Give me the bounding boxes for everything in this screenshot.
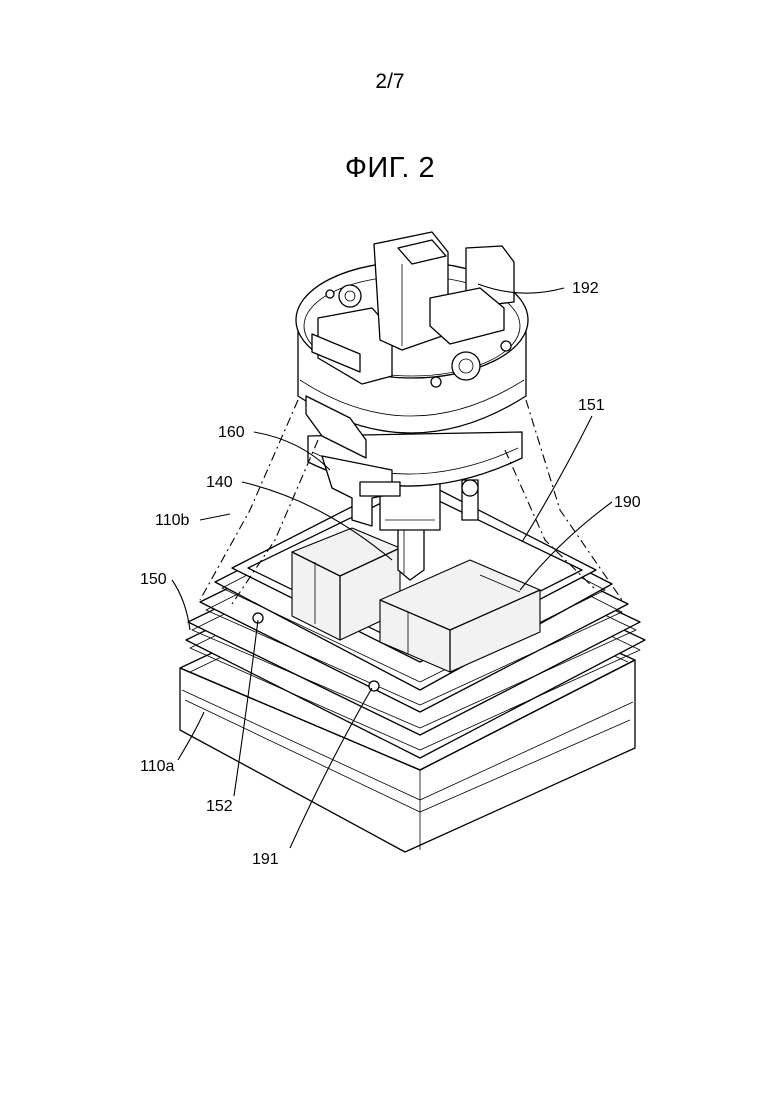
ref-150: 150: [140, 571, 167, 588]
ref-192: 192: [572, 280, 599, 297]
ref-152: 152: [206, 798, 233, 815]
ref-110a: 110a: [140, 758, 175, 775]
knob-assembly: [296, 232, 528, 526]
ref-140: 140: [206, 474, 233, 491]
ref-190: 190: [614, 494, 641, 511]
ref-160: 160: [218, 424, 245, 441]
ref-151: 151: [578, 397, 605, 414]
ref-110b: 110b: [155, 512, 190, 529]
ref-191: 191: [252, 851, 279, 868]
